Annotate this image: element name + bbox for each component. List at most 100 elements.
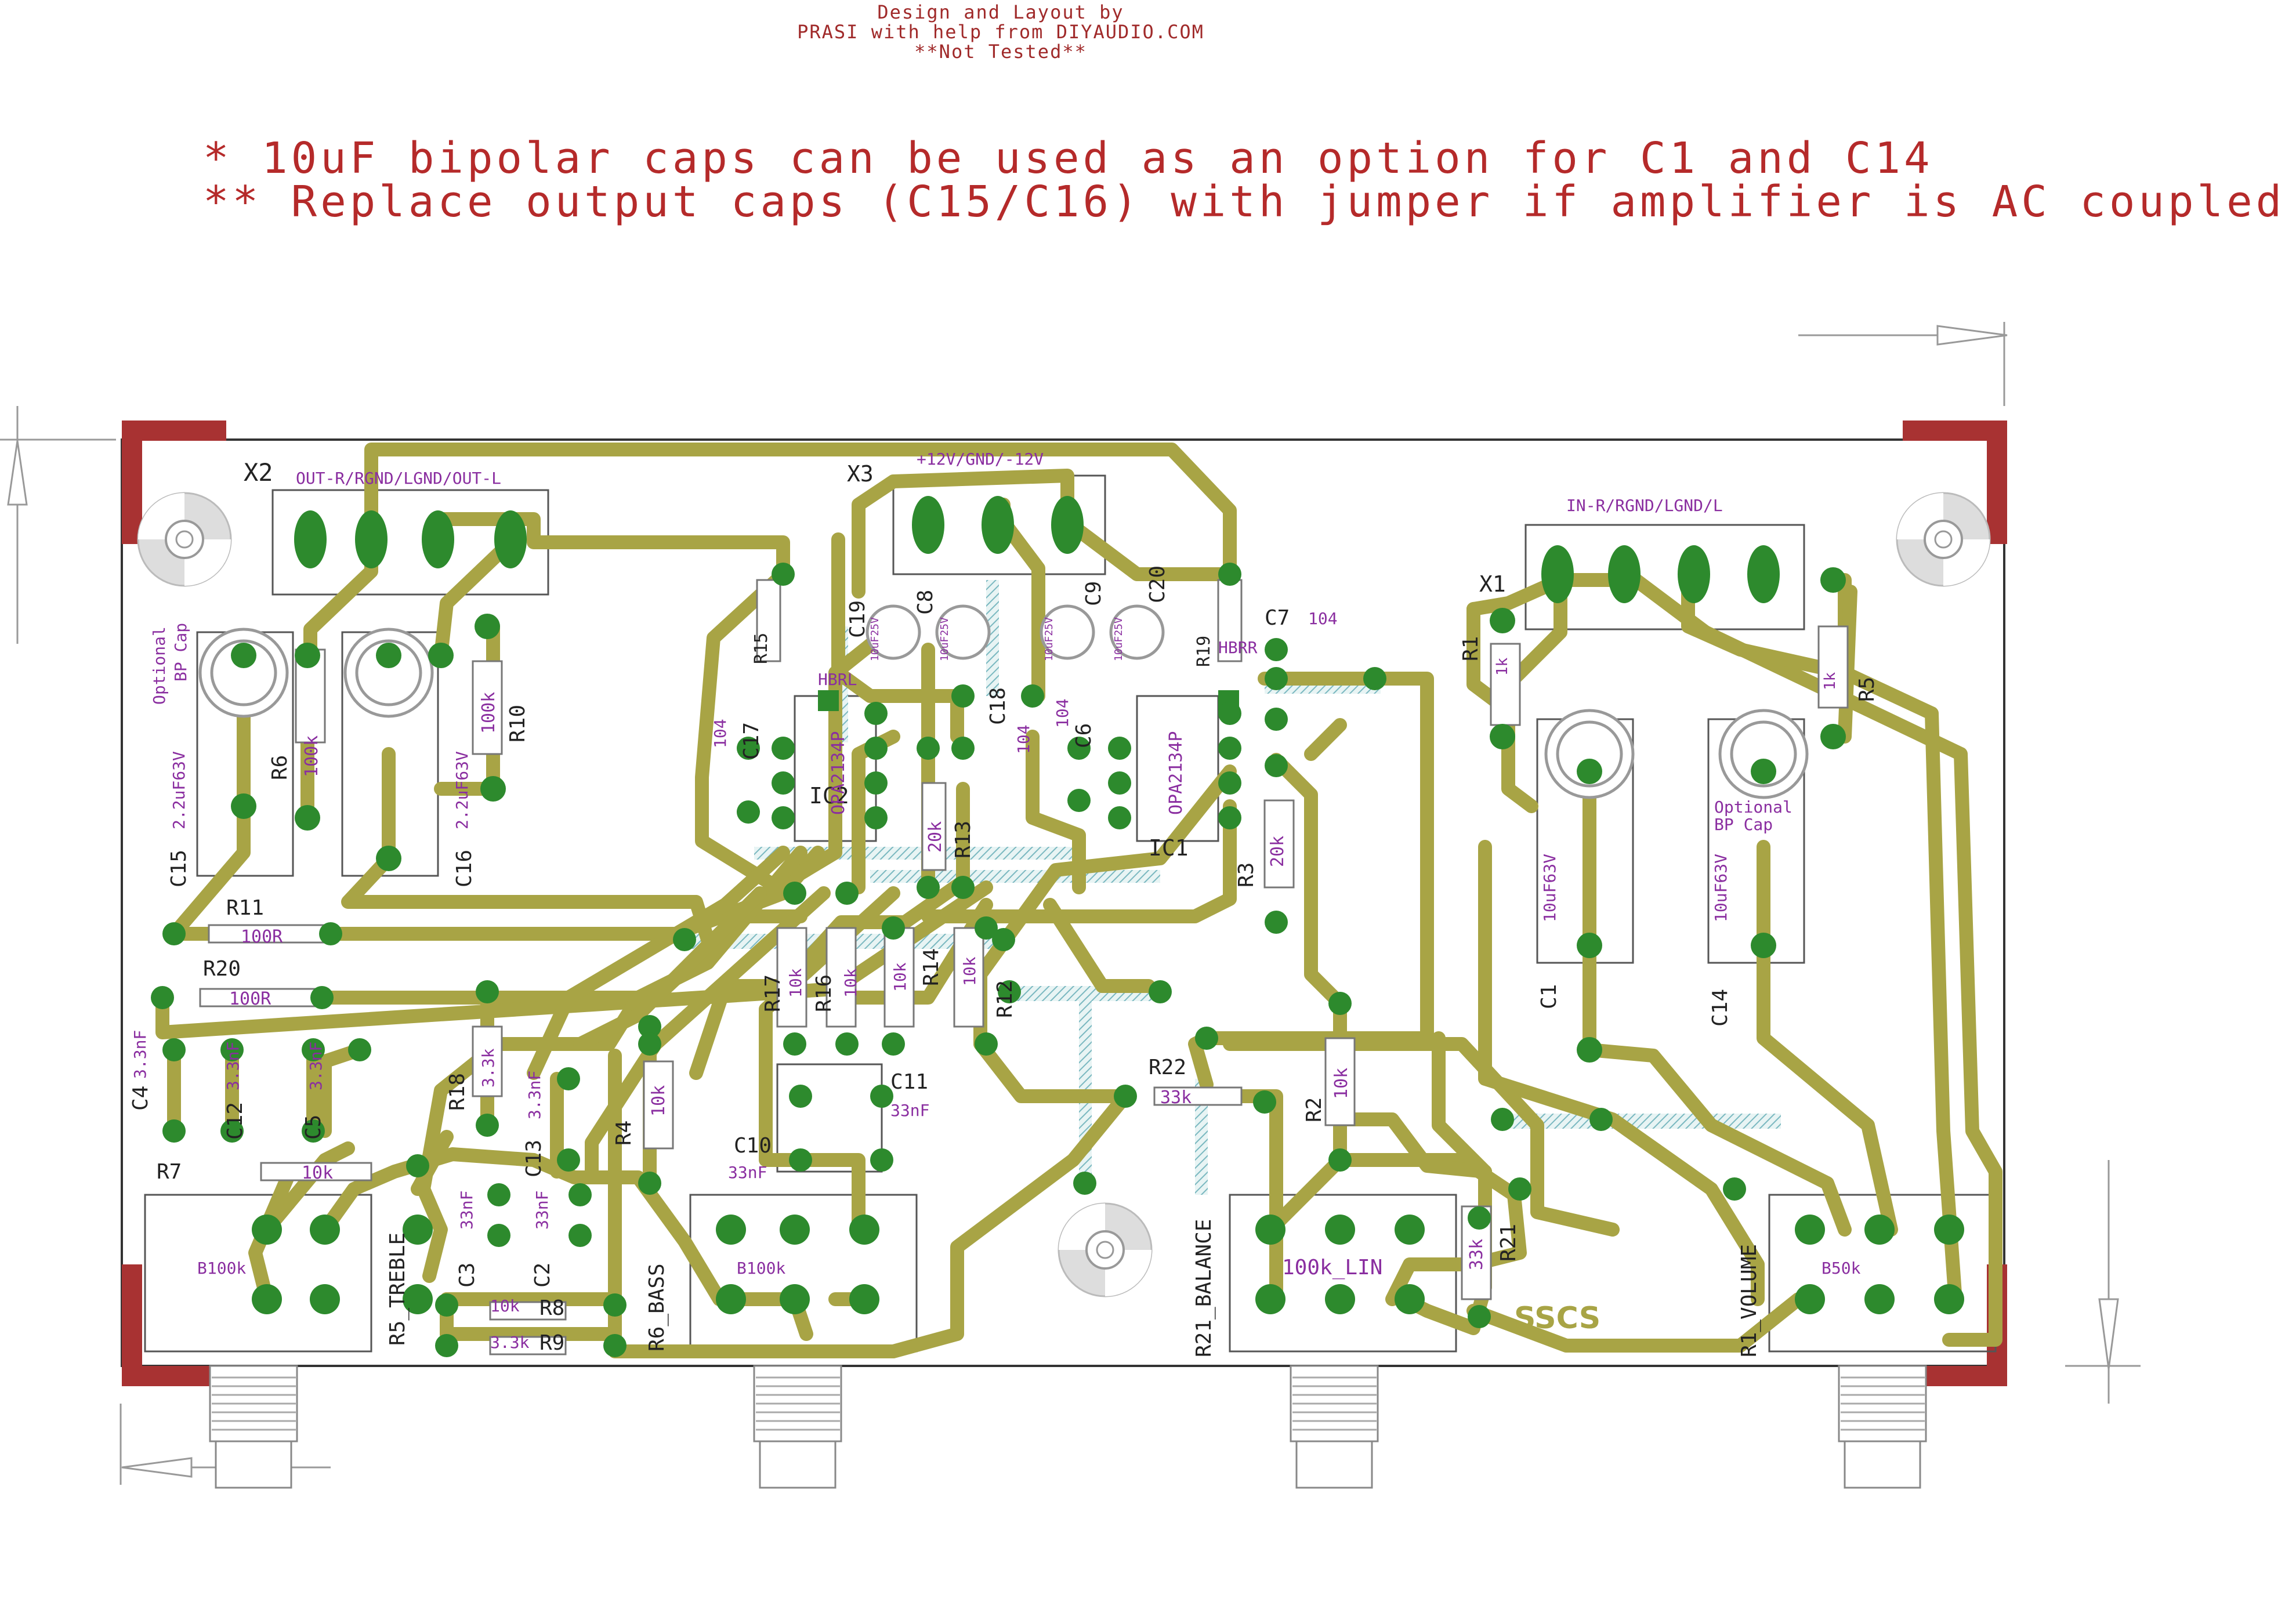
- label-optional-bp-cap-left-2: BP Cap: [171, 622, 190, 682]
- credit-line-2: PRASI with help from DIYAUDIO.COM: [797, 21, 1204, 43]
- label-c14-value: 10uF63V: [1711, 853, 1730, 922]
- label-r11-value: 100R: [241, 927, 283, 947]
- label-r3: R3: [1234, 862, 1258, 887]
- pot-shafts: [209, 1365, 1927, 1489]
- label-r21: R21: [1497, 1223, 1520, 1262]
- label-r4: R4: [612, 1120, 636, 1146]
- sscs-mark: SSCS: [1514, 1301, 1600, 1336]
- label-c19: C19: [846, 600, 870, 638]
- label-in-connector: IN-R/RGND/LGND/L: [1566, 496, 1723, 515]
- label-c13: C13: [522, 1139, 546, 1177]
- label-r20: R20: [203, 957, 241, 981]
- label-r14: R14: [919, 948, 943, 986]
- label-c5: C5: [302, 1114, 325, 1140]
- label-r1-value: 1k: [1494, 657, 1511, 676]
- label-c18-value: 104: [1014, 724, 1033, 754]
- label-ic2-part: OPA2134P: [828, 731, 849, 815]
- label-r2: R2: [1302, 1097, 1326, 1122]
- label-c9-value: 10uF25V: [1043, 617, 1055, 661]
- credit-line-3: **Not Tested**: [914, 41, 1087, 63]
- label-r16-value: 10k: [841, 968, 860, 998]
- label-c15: C15: [167, 849, 191, 887]
- label-c15-value: 2.2uF63V: [169, 751, 189, 829]
- label-c17: C17: [740, 722, 763, 760]
- label-c16-value: 2.2uF63V: [452, 751, 472, 829]
- label-c17-value: 104: [711, 719, 730, 748]
- label-r7: R7: [157, 1160, 182, 1184]
- label-x2: X2: [244, 458, 273, 487]
- label-c3: C3: [455, 1262, 479, 1288]
- label-r3-value: 20k: [1268, 835, 1288, 867]
- label-c6-value: 104: [1053, 698, 1072, 728]
- credit-line-1: Design and Layout by: [877, 1, 1124, 23]
- label-c20-value: 10uF25V: [1113, 617, 1125, 661]
- label-pot-volume: R1_VOLUME: [1737, 1244, 1761, 1357]
- label-r10: R10: [506, 704, 530, 742]
- label-r17: R17: [761, 974, 785, 1012]
- corner-markers: [122, 420, 2007, 1386]
- label-c11: C11: [890, 1070, 929, 1094]
- label-pot-bass: R6_BASS: [645, 1263, 669, 1351]
- label-r15: R15: [751, 632, 772, 664]
- label-c1: C1: [1537, 984, 1561, 1009]
- label-r8: R8: [539, 1296, 565, 1320]
- label-r21-value: 33k: [1466, 1238, 1487, 1270]
- label-r12-value: 10k: [960, 956, 979, 986]
- label-c10-value: 33nF: [728, 1163, 767, 1182]
- mounting-holes: [137, 492, 1991, 1297]
- label-c14: C14: [1708, 988, 1732, 1027]
- label-c3-value: 33nF: [457, 1190, 476, 1230]
- label-r11: R11: [226, 896, 265, 920]
- label-out-connector: OUT-R/RGND/LGND/OUT-L: [296, 469, 502, 488]
- label-c10: C10: [734, 1134, 772, 1158]
- label-r22: R22: [1149, 1056, 1187, 1079]
- label-r14-value: 10k: [890, 962, 910, 992]
- label-r6: R6: [268, 755, 292, 780]
- shaft-knurl: [212, 1376, 1925, 1431]
- label-r22-value: 33k: [1160, 1088, 1192, 1108]
- label-c19-value: 10uF25V: [869, 617, 881, 661]
- label-r10-value: 100k: [479, 691, 499, 734]
- label-pot-treble-value: B100k: [197, 1259, 247, 1278]
- label-r4-value: 10k: [649, 1085, 669, 1116]
- label-c20: C20: [1146, 565, 1169, 603]
- label-pot-balance: R21_BALANCE: [1192, 1219, 1216, 1357]
- label-c12: C12: [223, 1101, 247, 1140]
- label-c16: C16: [452, 849, 476, 887]
- label-c12-value: 3.3nF: [223, 1041, 242, 1090]
- label-r12: R12: [993, 980, 1017, 1018]
- label-c7-value: 104: [1308, 609, 1338, 628]
- label-r13: R13: [951, 820, 975, 858]
- label-x1: X1: [1479, 571, 1506, 597]
- resistor-bodies: [199, 579, 1849, 1355]
- label-x3: X3: [847, 461, 874, 487]
- label-c8: C8: [914, 589, 937, 615]
- label-optional-bp-cap-right-2: BP Cap: [1714, 815, 1773, 834]
- label-r16: R16: [812, 974, 836, 1012]
- label-c6: C6: [1072, 723, 1096, 748]
- label-optional-bp-cap-right: Optional: [1714, 798, 1792, 817]
- label-c13-value: 3.3nF: [525, 1070, 544, 1119]
- label-r9: R9: [539, 1331, 565, 1355]
- note-bipolar-caps: * 10uF bipolar caps can be used as an op…: [203, 133, 1933, 183]
- label-power-connector: +12V/GND/-12V: [917, 449, 1044, 469]
- label-r15-value: HBRL: [818, 670, 857, 689]
- label-ic1-part: OPA2134P: [1166, 731, 1186, 815]
- label-r17-value: 10k: [786, 968, 805, 998]
- label-pot-balance-value: 100k_LIN: [1282, 1256, 1383, 1279]
- label-r7-value: 10k: [302, 1163, 334, 1183]
- label-r2-value: 10k: [1331, 1067, 1352, 1099]
- label-r5-value: 1k: [1822, 672, 1839, 690]
- label-c1-value: 10uF63V: [1540, 853, 1559, 922]
- label-r5: R5: [1855, 676, 1879, 702]
- label-pot-volume-value: B50k: [1822, 1259, 1861, 1278]
- label-c2: C2: [531, 1262, 555, 1288]
- label-c9: C9: [1082, 581, 1106, 606]
- label-r1: R1: [1459, 636, 1483, 661]
- label-c18: C18: [986, 687, 1010, 725]
- label-c4-value: 3.3nF: [131, 1030, 150, 1079]
- label-c8-value: 10uF25V: [939, 617, 951, 661]
- label-r18-value: 3.3k: [479, 1048, 498, 1088]
- label-ic1: IC1: [1149, 835, 1189, 861]
- label-r8-value: 10k: [490, 1296, 520, 1315]
